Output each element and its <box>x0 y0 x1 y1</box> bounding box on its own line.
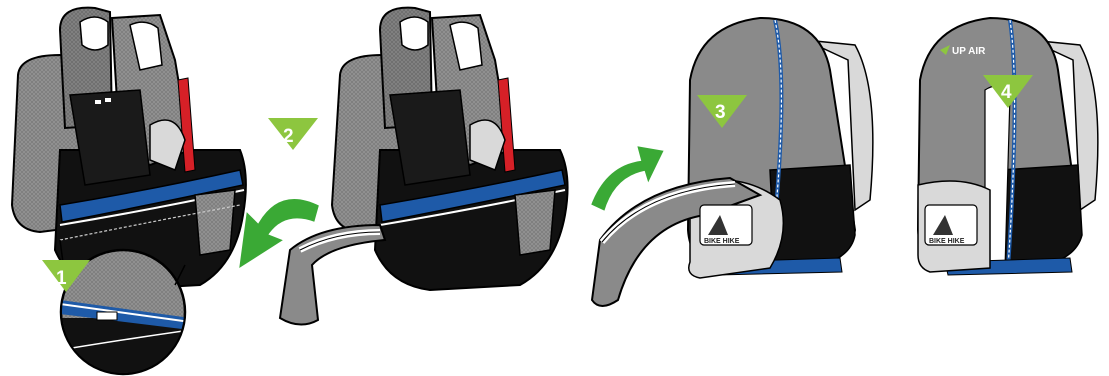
tag-label-step3: BIKE HIKE <box>704 238 740 245</box>
backpack-illustration-step4: BIKE HIKE UP AIR <box>918 18 1098 275</box>
tag-label-step4: BIKE HIKE <box>929 238 965 245</box>
logo-text: UP AIR <box>952 46 986 57</box>
harness-illustration-step1 <box>12 8 246 290</box>
step-number-3: 3 <box>715 102 726 123</box>
harness-illustration-step2 <box>280 8 568 325</box>
step-number-4: 4 <box>1001 82 1012 103</box>
step-marker-2: 2 <box>268 118 318 150</box>
step-number-2: 2 <box>283 126 294 147</box>
step-number-1: 1 <box>56 268 67 289</box>
